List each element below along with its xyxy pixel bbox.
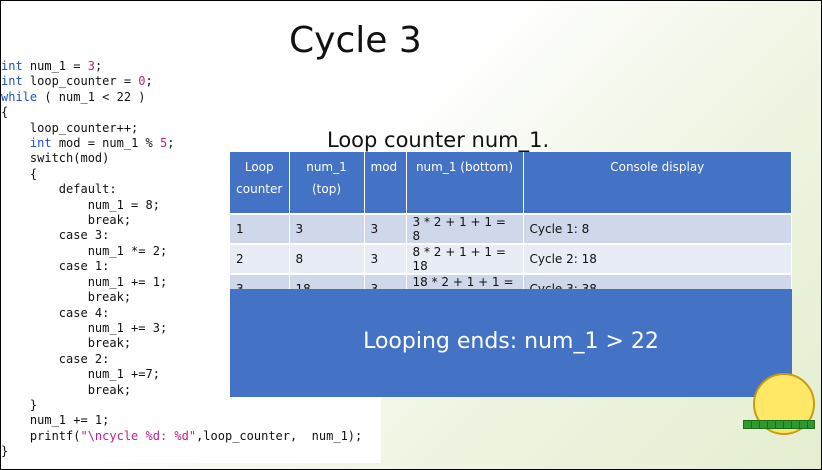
code-line-10: num_1 = 8;	[1, 197, 160, 212]
cell-num1-top: 3	[289, 213, 365, 244]
code-line-19: break;	[1, 336, 132, 351]
code-line-12: case 3:	[1, 228, 110, 243]
code-line-22: break;	[1, 382, 132, 397]
code-line-15: num_1 += 1;	[1, 274, 168, 289]
code-line-25: printf("\ncycle %d: %d",loop_counter, nu…	[1, 428, 363, 443]
code-line-13: num_1 *= 2;	[1, 243, 168, 258]
timer-progress-bar	[743, 420, 815, 429]
code-line-21: num_1 +=7;	[1, 367, 160, 382]
table-caption: Loop counter num_1.	[327, 128, 550, 152]
code-line-23: }	[1, 397, 38, 412]
code-line-17: case 4:	[1, 305, 110, 320]
header-mod: mod	[364, 152, 407, 214]
code-line-20: case 2:	[1, 351, 110, 366]
header-loop-counter: Loop counter	[230, 152, 290, 214]
header-num1-bottom: num_1 (bottom)	[406, 152, 524, 214]
cell-num1-top: 8	[289, 243, 365, 274]
code-line-9: default:	[1, 182, 117, 197]
code-line-26: }	[1, 444, 9, 459]
trace-table: Loop counter num_1 (top) mod num_1 (bott…	[230, 152, 792, 303]
cell-console-display: Cycle 1: 8	[523, 213, 792, 244]
banner-text: Looping ends: num_1 > 22	[363, 329, 659, 354]
code-line-6: int mod = num_1 % 5;	[29, 136, 175, 151]
code-line-24: num_1 += 1;	[1, 413, 110, 428]
code-line-4: {	[1, 105, 9, 120]
code-line-2: int loop_counter = 0;	[1, 74, 153, 89]
code-line-16: break;	[1, 290, 132, 305]
code-line-11: break;	[1, 213, 132, 228]
cell-loop-counter: 2	[230, 243, 290, 274]
table-row: 2 8 3 8 * 2 + 1 + 1 = 18 Cycle 2: 18	[230, 243, 792, 274]
cell-console-display: Cycle 2: 18	[523, 243, 792, 274]
code-line-5: loop_counter++;	[1, 120, 139, 135]
cell-num1-bottom: 8 * 2 + 1 + 1 = 18	[406, 243, 524, 274]
table-header-row: Loop counter num_1 (top) mod num_1 (bott…	[230, 152, 792, 214]
code-block: int num_1 = 3; int loop_counter = 0; whi…	[1, 59, 362, 460]
code-line-14: case 1:	[1, 259, 110, 274]
code-line-8: {	[1, 166, 38, 181]
header-num1-top: num_1 (top)	[289, 152, 365, 214]
slide-title: Cycle 3	[289, 20, 422, 61]
table-row: 1 3 3 3 * 2 + 1 + 1 = 8 Cycle 1: 8	[230, 213, 792, 244]
code-line-1: int num_1 = 3;	[1, 59, 103, 73]
cell-mod: 3	[364, 243, 407, 274]
code-line-3: while ( num_1 < 22 )	[1, 89, 146, 104]
header-console-display: Console display	[523, 152, 792, 214]
result-banner: Looping ends: num_1 > 22	[230, 289, 792, 397]
cell-num1-bottom: 3 * 2 + 1 + 1 = 8	[406, 213, 524, 244]
cell-loop-counter: 1	[230, 213, 290, 244]
code-line-7: switch(mod)	[1, 151, 110, 166]
code-line-18: num_1 += 3;	[1, 320, 168, 335]
cell-mod: 3	[364, 213, 407, 244]
